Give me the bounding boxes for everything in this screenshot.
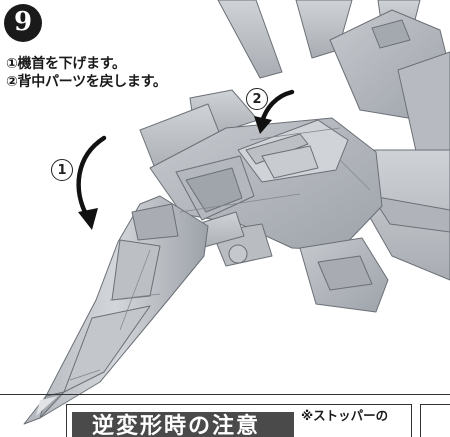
instruction-1: ①機首を下げます。 [6,56,126,72]
step-number: 9 [13,7,33,37]
callout-2: 2 [246,88,268,110]
side-tab [420,404,450,437]
rotation-arrow-1 [76,135,107,221]
notice-title: 逆変形時の注意 [72,412,294,437]
section-divider [0,394,450,395]
callout-1: 1 [51,159,73,181]
step-number-badge: 9 [4,4,42,42]
instruction-list: ①機首を下げます。 ②背中パーツを戻します。 [6,55,167,91]
instruction-2: ②背中パーツを戻します。 [6,74,167,90]
notice-note: ※ストッパーの [301,408,389,423]
